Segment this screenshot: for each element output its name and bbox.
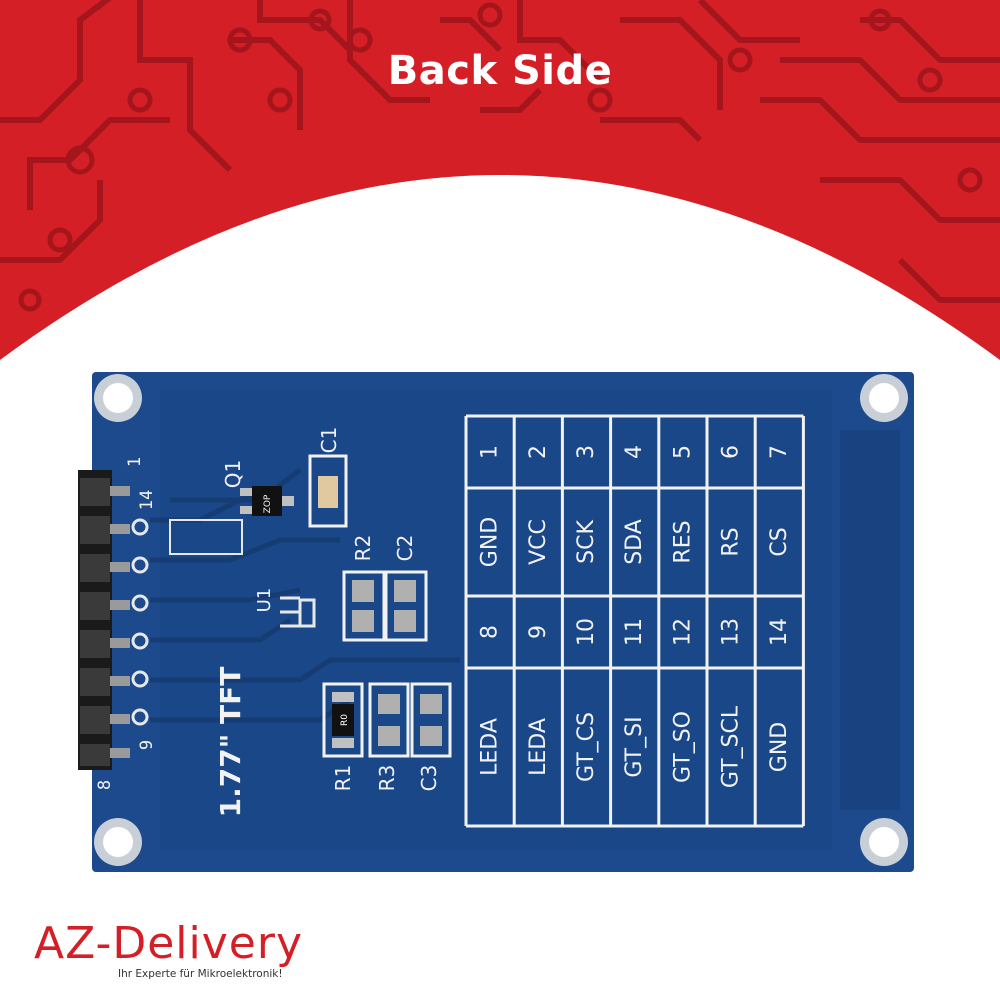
pin-table-cell: 4 bbox=[622, 445, 647, 459]
pin-label-1: 1 bbox=[125, 457, 145, 467]
pin-table-cell: GT_SCL bbox=[719, 705, 744, 788]
c1-outline bbox=[308, 454, 348, 528]
circuit-traces-decoration bbox=[0, 0, 1000, 303]
pin-table-cell: 11 bbox=[622, 618, 647, 646]
u1-symbol bbox=[280, 596, 316, 628]
r1-resistor bbox=[332, 704, 354, 736]
c1-capacitor bbox=[318, 476, 338, 508]
label-u1: U1 bbox=[254, 588, 275, 613]
label-r1: R1 bbox=[331, 765, 355, 792]
mounting-holes bbox=[94, 374, 908, 866]
pin-table-cell: 2 bbox=[526, 445, 551, 459]
display-label: 1.77" TFT bbox=[214, 667, 247, 818]
pin-table-cell: 13 bbox=[719, 618, 744, 646]
pin-table-cell: GT_SI bbox=[622, 716, 647, 777]
circuit-vias-decoration bbox=[18, 2, 983, 312]
r2-pad bbox=[352, 580, 374, 602]
pin-table-cell: GND bbox=[767, 722, 792, 772]
mounting-hole bbox=[103, 383, 133, 413]
pin-table-cell: 6 bbox=[719, 445, 744, 459]
pin-label-14: 14 bbox=[137, 490, 157, 510]
mounting-hole bbox=[869, 383, 899, 413]
pin-table-cell: 3 bbox=[574, 445, 599, 459]
label-r3: R3 bbox=[375, 765, 399, 792]
pin-table-cell: 10 bbox=[574, 618, 599, 646]
pin-table-cell: LEDA bbox=[526, 718, 551, 776]
pin-table-cell: SCK bbox=[574, 520, 599, 564]
pin-table-cell: GND bbox=[478, 517, 503, 567]
pin-label-8: 8 bbox=[95, 780, 115, 790]
pin-label-9: 9 bbox=[137, 740, 157, 750]
header-band bbox=[0, 0, 1000, 360]
pin-table-cell: 14 bbox=[767, 618, 792, 646]
r3-pad bbox=[378, 726, 400, 746]
mounting-hole bbox=[103, 827, 133, 857]
c2-pad bbox=[394, 610, 416, 632]
pin-table-cell: 1 bbox=[478, 445, 503, 459]
components bbox=[169, 454, 452, 758]
q1-transistor bbox=[252, 486, 282, 516]
pin-table-cell: GT_SO bbox=[670, 711, 695, 783]
pcb-right-strip bbox=[840, 430, 900, 810]
label-q1-marking: ZOP bbox=[263, 494, 273, 513]
pin-table-cell: LEDA bbox=[478, 718, 503, 776]
r3-pad bbox=[378, 694, 400, 714]
pin-table-cell: RES bbox=[670, 520, 695, 563]
pin-table-cell: SDA bbox=[622, 519, 647, 565]
pin-table-cell: 5 bbox=[670, 445, 695, 459]
pin-table-cell: 8 bbox=[478, 625, 503, 639]
r2-pad bbox=[352, 610, 374, 632]
mounting-hole bbox=[869, 827, 899, 857]
pin-table-cell: VCC bbox=[526, 519, 551, 565]
label-c3: C3 bbox=[417, 765, 441, 792]
brand-logo: AZ-Delivery Ihr Experte für Mikroelektro… bbox=[34, 918, 364, 981]
pin-header bbox=[78, 470, 149, 770]
pin-table-cell: CS bbox=[767, 527, 792, 556]
pin-table-cell: 12 bbox=[670, 618, 695, 646]
label-r2: R2 bbox=[351, 535, 375, 562]
brand-logo-text: AZ-Delivery bbox=[34, 918, 303, 969]
pin-table-cell: RS bbox=[719, 527, 744, 556]
c3-pad bbox=[420, 694, 442, 714]
c2-pad bbox=[394, 580, 416, 602]
pcb-inner-panel bbox=[160, 390, 832, 850]
c3-pad bbox=[420, 726, 442, 746]
pin-table-cell: 7 bbox=[767, 445, 792, 459]
brand-tagline: Ihr Experte für Mikroelektronik! bbox=[118, 968, 283, 980]
label-q1: Q1 bbox=[221, 460, 245, 488]
page-title: Back Side bbox=[387, 48, 613, 94]
label-c2: C2 bbox=[393, 535, 417, 562]
label-c1: C1 bbox=[317, 427, 341, 454]
white-arc bbox=[0, 175, 1000, 360]
label-r1-marking: R0 bbox=[340, 714, 350, 726]
silkscreen-labels: 1 14 9 8 1.77" TFT C1 Q1 ZOP R2 C2 U1 R0… bbox=[95, 427, 441, 818]
u1-pad-outline bbox=[169, 519, 243, 555]
pin-table-cell: 9 bbox=[526, 625, 551, 639]
pin-table-cell: GT_CS bbox=[574, 712, 599, 782]
